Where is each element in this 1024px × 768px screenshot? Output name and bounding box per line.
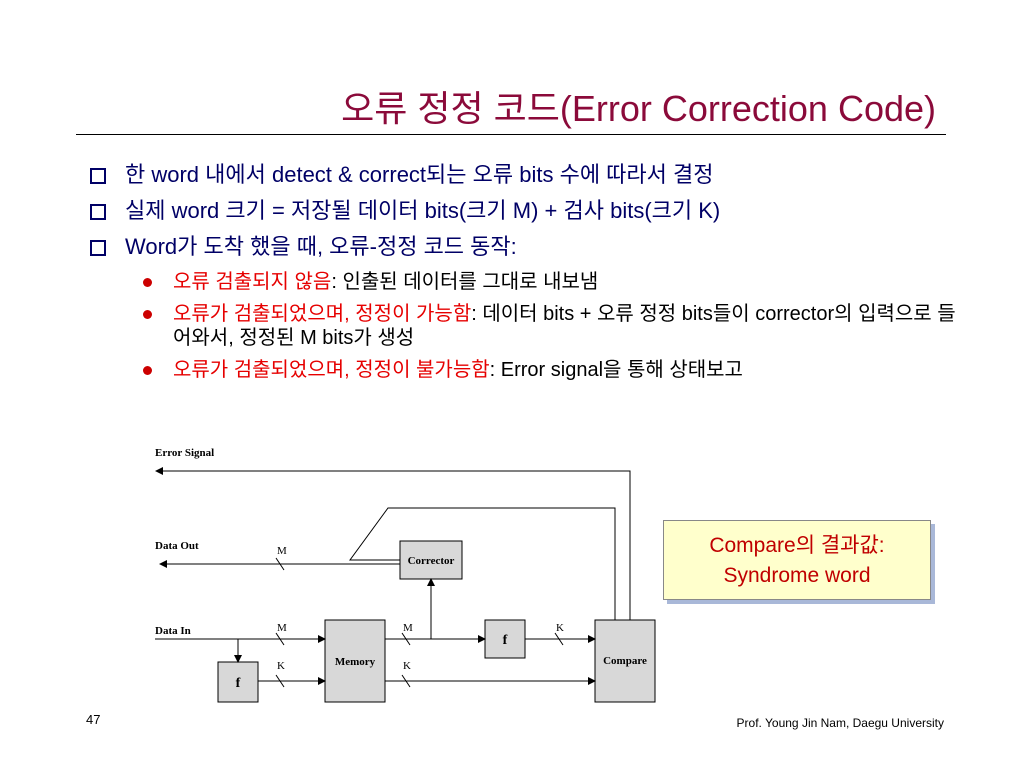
bullet-text: 한 word 내에서 detect & correct되는 오류 bits 수에… xyxy=(125,162,714,187)
checkbox-bullet-icon xyxy=(90,240,106,256)
footer-credit: Prof. Young Jin Nam, Daegu University xyxy=(736,716,944,730)
corrector-block xyxy=(399,540,463,580)
dot-bullet-icon xyxy=(143,278,152,287)
bus-width-label: M xyxy=(277,545,287,557)
sub-bullet-text: : 인출된 데이터를 그대로 내보냄 xyxy=(331,271,599,293)
f-label: f xyxy=(236,676,241,691)
checkbox-bullet-icon xyxy=(90,168,106,184)
bullet-text: 실제 word 크기 = 저장될 데이터 bits(크기 M) + 검사 bit… xyxy=(125,198,721,223)
compare-block xyxy=(594,619,656,703)
compare-label: Compare xyxy=(603,655,647,667)
sub-bullet-item: 오류가 검출되었으며, 정정이 불가능함: Error signal을 통해 상… xyxy=(85,358,965,382)
syndrome-callout: Compare의 결과값: Syndrome word xyxy=(663,520,931,600)
bullet-text: Word가 도착 했을 때, 오류-정정 코드 동작: xyxy=(125,234,517,259)
callout-line: Syndrome word xyxy=(723,564,871,587)
bus-width-label: M xyxy=(403,622,413,634)
bus-width-label: K xyxy=(556,622,564,634)
sub-bullet-highlight: 오류 검출되지 않음 xyxy=(173,271,332,293)
bullet-item: 실제 word 크기 = 저장될 데이터 bits(크기 M) + 검사 bit… xyxy=(85,198,965,224)
error-signal-label: Error Signal xyxy=(155,447,214,459)
ecc-block-diagram: Error Signal Data Out Data In M M M K K … xyxy=(155,447,656,703)
callout-line: Compare의 결과값: xyxy=(709,534,885,557)
sub-bullet-text: : 데이터 bits + 오류 정정 bits들이 corrector의 입력으… xyxy=(173,303,956,349)
data-out-label: Data Out xyxy=(155,540,199,552)
bus-width-label: K xyxy=(277,660,285,672)
sub-bullet-highlight: 오류가 검출되었으며, 정정이 가능함 xyxy=(173,303,472,325)
page-number: 47 xyxy=(86,712,101,727)
sub-bullet-item: 오류가 검출되었으며, 정정이 가능함: 데이터 bits + 오류 정정 bi… xyxy=(85,302,965,350)
bus-width-label: M xyxy=(277,622,287,634)
title-divider xyxy=(76,134,946,135)
checkbox-bullet-icon xyxy=(90,204,106,220)
dot-bullet-icon xyxy=(143,310,152,319)
f-label: f xyxy=(503,633,508,648)
bullet-item: Word가 도착 했을 때, 오류-정정 코드 동작: xyxy=(85,234,965,260)
memory-label: Memory xyxy=(335,656,376,668)
bus-width-label: K xyxy=(403,660,411,672)
sub-bullet-item: 오류 검출되지 않음: 인출된 데이터를 그대로 내보냄 xyxy=(85,270,965,294)
slide-title: 오류 정정 코드(Error Correction Code) xyxy=(341,88,936,129)
data-in-label: Data In xyxy=(155,625,191,637)
corrector-label: Corrector xyxy=(408,555,455,567)
f-block-upper xyxy=(484,619,526,659)
sub-bullet-text: : Error signal을 통해 상태보고 xyxy=(489,359,743,381)
sub-bullet-highlight: 오류가 검출되었으며, 정정이 불가능함 xyxy=(173,359,490,381)
bullet-item: 한 word 내에서 detect & correct되는 오류 bits 수에… xyxy=(85,162,965,188)
memory-block xyxy=(324,619,386,703)
bullet-list: 한 word 내에서 detect & correct되는 오류 bits 수에… xyxy=(85,162,965,390)
dot-bullet-icon xyxy=(143,366,152,375)
